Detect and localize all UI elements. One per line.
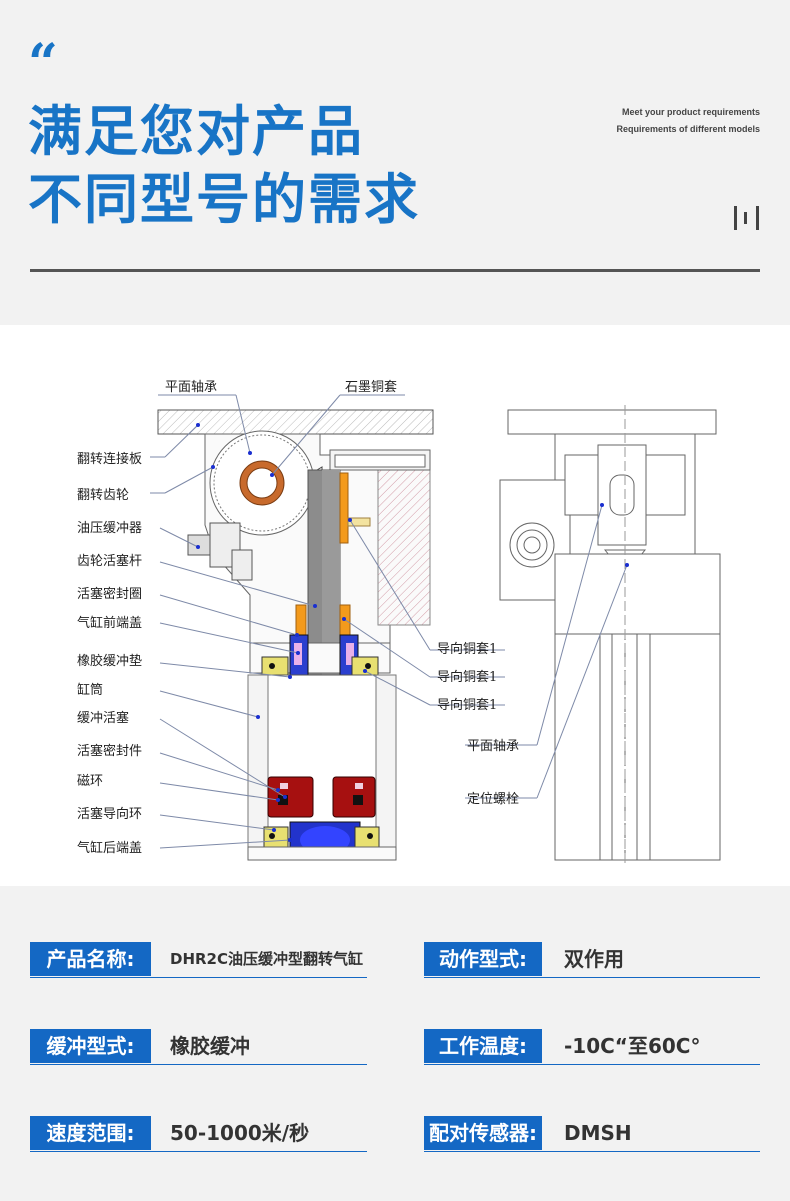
cylinder-diagram: 平面轴承 石墨铜套 翻转连接板 翻转齿轮 油压缓冲器 齿轮活塞杆 活塞密封圈 气… — [0, 325, 790, 886]
label-piston-seal: 活塞密封件 — [77, 743, 142, 759]
spec-speed-range: 速度范围: 50-1000米/秒 — [30, 1116, 367, 1152]
spec-label: 工作温度: — [424, 1029, 542, 1063]
title-line-2: 不同型号的需求 — [28, 168, 420, 231]
label-barrel: 缸筒 — [77, 682, 103, 698]
subtitle-line-1: Meet your product requirements — [621, 107, 760, 117]
leader-lines — [150, 394, 628, 849]
subtitle-english: Meet your product requirements Requireme… — [616, 104, 760, 138]
label-plane-bearing-top: 平面轴承 — [165, 380, 217, 395]
label-piston-seal-ring: 活塞密封圈 — [77, 586, 142, 602]
spec-label: 缓冲型式: — [30, 1029, 151, 1063]
label-graphite-bushing: 石墨铜套 — [345, 379, 397, 395]
label-rubber-pad: 橡胶缓冲垫 — [77, 653, 142, 669]
subtitle-line-2: Requirements of different models — [616, 124, 760, 134]
spec-underline — [30, 1151, 367, 1152]
label-front-end-cover: 气缸前端盖 — [77, 615, 142, 631]
cylinder-drawing: 平面轴承 石墨铜套 翻转连接板 翻转齿轮 油压缓冲器 齿轮活塞杆 活塞密封圈 气… — [77, 379, 721, 865]
label-flip-connect-plate: 翻转连接板 — [77, 451, 142, 467]
label-buffer-piston: 缓冲活塞 — [77, 710, 129, 726]
decorative-bars-icon — [734, 206, 759, 230]
spec-value: DMSH — [564, 1121, 632, 1145]
spec-value: DHR2C油压缓冲型翻转气缸 — [170, 950, 364, 968]
label-guide-bushing-2: 导向铜套1 — [437, 669, 497, 685]
spec-sensor: 配对传感器: DMSH — [424, 1116, 760, 1152]
label-locating-bolt: 定位螺栓 — [467, 792, 519, 807]
spec-working-temperature: 工作温度: -10C“至60C° — [424, 1029, 760, 1065]
spec-label: 配对传感器: — [424, 1116, 542, 1150]
spec-underline — [30, 1064, 367, 1065]
spec-underline — [424, 1064, 760, 1065]
leader-dots — [196, 423, 629, 842]
label-guide-bushing-3: 导向铜套1 — [437, 697, 497, 713]
spec-value: -10C“至60C° — [564, 1034, 701, 1058]
spec-underline — [424, 1151, 760, 1152]
spec-label: 动作型式: — [424, 942, 542, 976]
label-hydraulic-buffer: 油压缓冲器 — [77, 521, 142, 536]
title-line-1: 满足您对产品 — [28, 100, 364, 163]
header-divider — [30, 269, 760, 272]
spec-value: 双作用 — [564, 947, 624, 971]
label-piston-guide-ring: 活塞导向环 — [77, 806, 142, 822]
label-gear-piston-rod: 齿轮活塞杆 — [77, 553, 142, 569]
spec-underline — [30, 977, 367, 978]
spec-underline — [424, 977, 760, 978]
label-guide-bushing-1: 导向铜套1 — [437, 641, 497, 657]
spec-product-name: 产品名称: DHR2C油压缓冲型翻转气缸 — [30, 942, 367, 978]
page-title: 满足您对产品 不同型号的需求 — [28, 98, 420, 234]
quote-mark: “ — [28, 33, 58, 94]
spec-label: 产品名称: — [30, 942, 151, 976]
spec-action-type: 动作型式: 双作用 — [424, 942, 760, 978]
spec-label: 速度范围: — [30, 1116, 151, 1150]
front-view — [499, 405, 721, 865]
spec-value: 50-1000米/秒 — [170, 1121, 310, 1145]
label-plane-bearing-right: 平面轴承 — [467, 739, 519, 754]
section-view — [157, 409, 434, 861]
spec-section: 产品名称: DHR2C油压缓冲型翻转气缸 动作型式: 双作用 缓冲型式: 橡胶缓… — [0, 886, 790, 1201]
spec-value: 橡胶缓冲 — [170, 1034, 250, 1058]
spec-buffer-type: 缓冲型式: 橡胶缓冲 — [30, 1029, 367, 1065]
label-rear-end-cover: 气缸后端盖 — [77, 840, 142, 856]
label-flip-gear: 翻转齿轮 — [77, 488, 129, 503]
label-magnet-ring: 磁环 — [77, 774, 103, 789]
header-section: “ 满足您对产品 不同型号的需求 Meet your product requi… — [0, 0, 790, 325]
